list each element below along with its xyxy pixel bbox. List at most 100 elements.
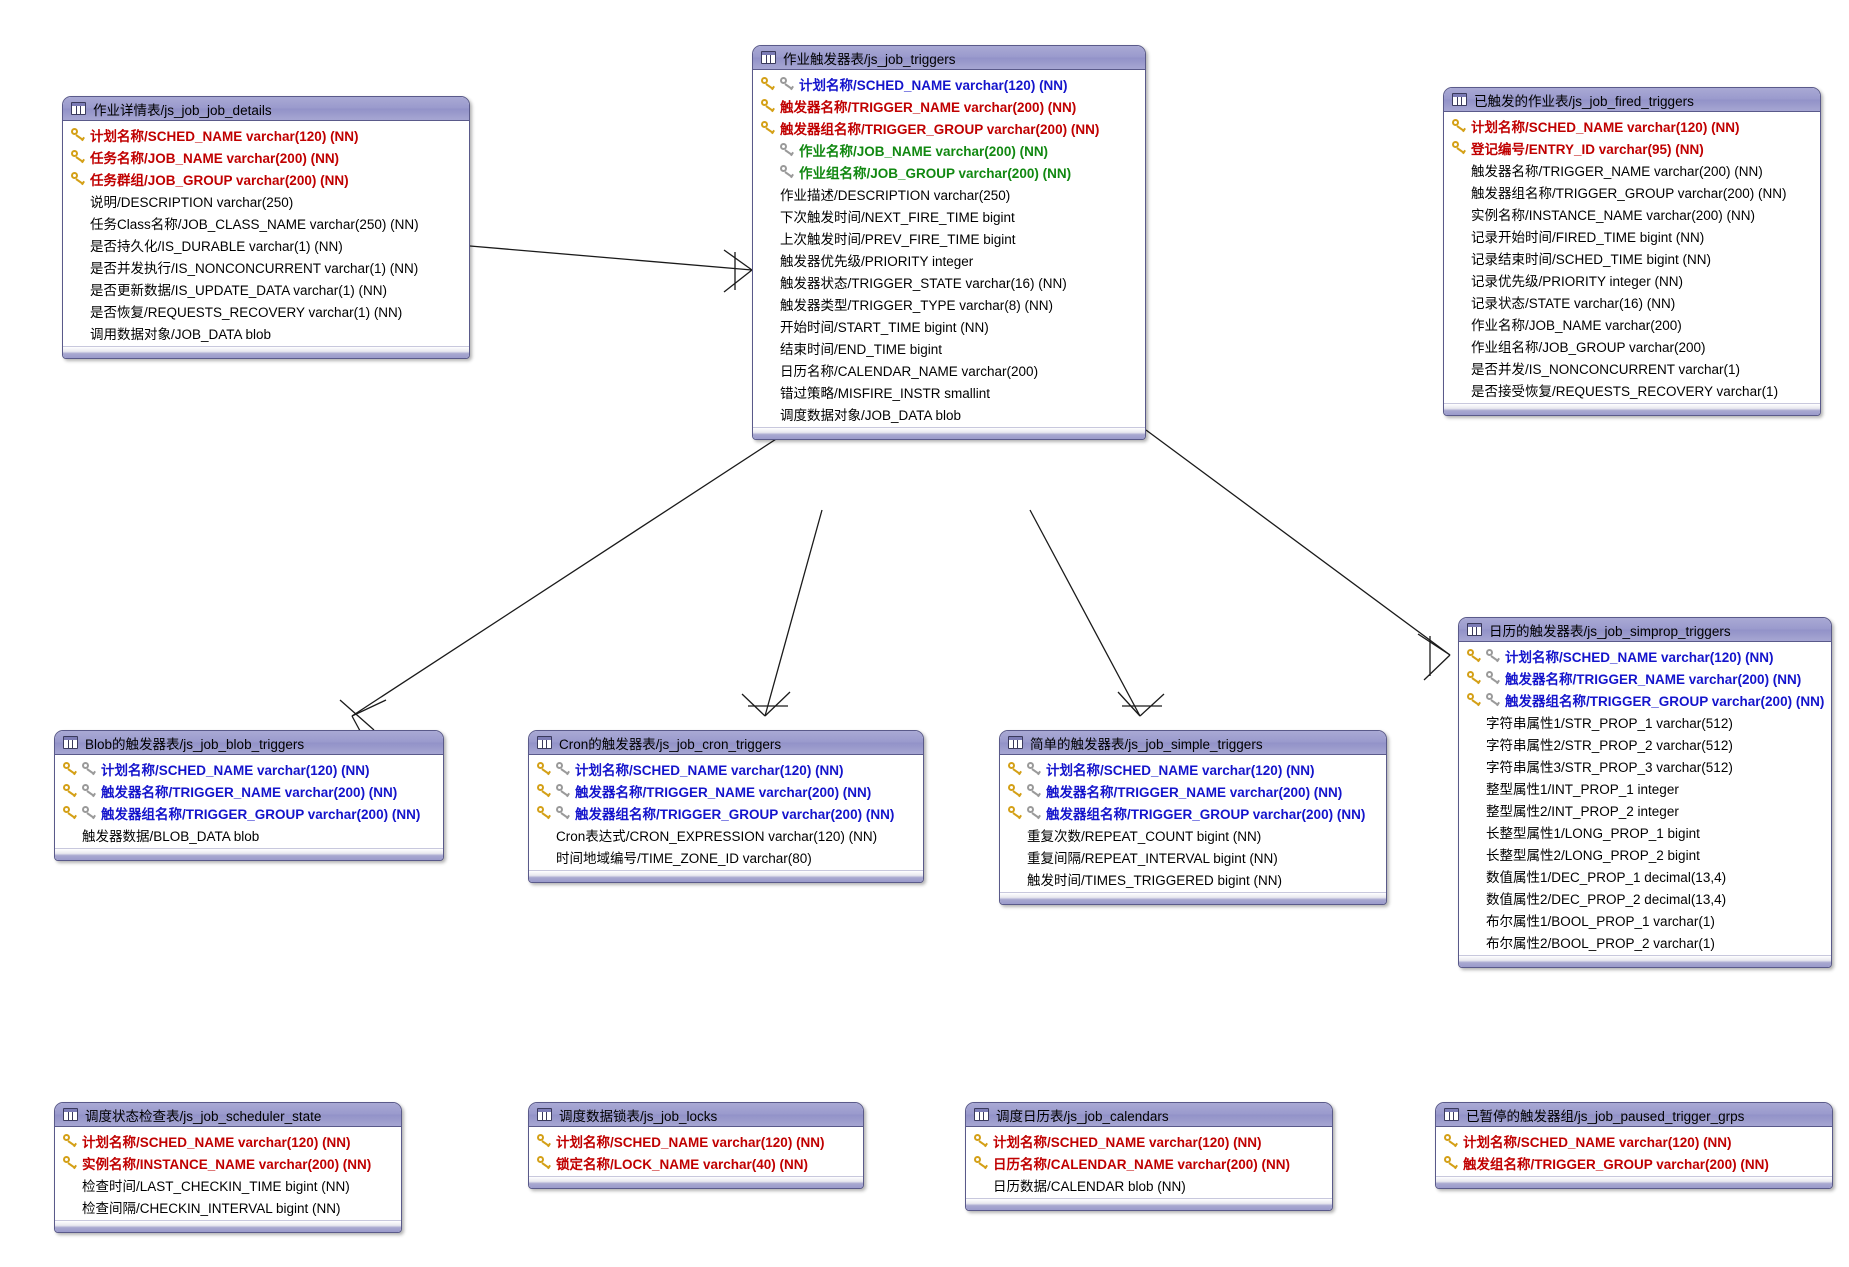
entity-cron_triggers[interactable]: Cron的触发器表/js_job_cron_triggers 计划名称/SCHED… bbox=[528, 730, 924, 883]
attribute-row[interactable]: 是否恢复/REQUESTS_RECOVERY varchar(1) (NN) bbox=[63, 300, 469, 322]
entity-title-bar[interactable]: 简单的触发器表/js_job_simple_triggers bbox=[1000, 731, 1386, 755]
attribute-row[interactable]: 整型属性2/INT_PROP_2 integer bbox=[1459, 799, 1831, 821]
attribute-row[interactable]: 布尔属性2/BOOL_PROP_2 varchar(1) bbox=[1459, 931, 1831, 953]
attribute-row[interactable]: 记录状态/STATE varchar(16) (NN) bbox=[1444, 291, 1820, 313]
attribute-row[interactable]: 整型属性1/INT_PROP_1 integer bbox=[1459, 777, 1831, 799]
attribute-row[interactable]: 计划名称/SCHED_NAME varchar(120) (NN) bbox=[1444, 115, 1820, 137]
attribute-row[interactable]: 日历数据/CALENDAR blob (NN) bbox=[966, 1174, 1332, 1196]
attribute-row[interactable]: 触发器名称/TRIGGER_NAME varchar(200) (NN) bbox=[1444, 159, 1820, 181]
attribute-row[interactable]: 重复次数/REPEAT_COUNT bigint (NN) bbox=[1000, 824, 1386, 846]
attribute-row[interactable]: 上次触发时间/PREV_FIRE_TIME bigint bbox=[753, 227, 1145, 249]
attribute-row[interactable]: 是否接受恢复/REQUESTS_RECOVERY varchar(1) bbox=[1444, 379, 1820, 401]
attribute-row[interactable]: 字符串属性1/STR_PROP_1 varchar(512) bbox=[1459, 711, 1831, 733]
attribute-row[interactable]: 说明/DESCRIPTION varchar(250) bbox=[63, 190, 469, 212]
attribute-row[interactable]: 记录结束时间/SCHED_TIME bigint (NN) bbox=[1444, 247, 1820, 269]
entity-fired_triggers[interactable]: 已触发的作业表/js_job_fired_triggers 计划名称/SCHED_… bbox=[1443, 87, 1821, 416]
attribute-row[interactable]: 长整型属性2/LONG_PROP_2 bigint bbox=[1459, 843, 1831, 865]
entity-title-bar[interactable]: Blob的触发器表/js_job_blob_triggers bbox=[55, 731, 443, 755]
attribute-row[interactable]: 锁定名称/LOCK_NAME varchar(40) (NN) bbox=[529, 1152, 863, 1174]
entity-title-bar[interactable]: 作业详情表/js_job_job_details bbox=[63, 97, 469, 121]
attribute-row[interactable]: 重复间隔/REPEAT_INTERVAL bigint (NN) bbox=[1000, 846, 1386, 868]
attribute-row[interactable]: 触发器组名称/TRIGGER_GROUP varchar(200) (NN) bbox=[1444, 181, 1820, 203]
attribute-row[interactable]: 触发器组名称/TRIGGER_GROUP varchar(200) (NN) bbox=[1000, 802, 1386, 824]
attribute-row[interactable]: 登记编号/ENTRY_ID varchar(95) (NN) bbox=[1444, 137, 1820, 159]
entity-paused_trigger_grps[interactable]: 已暂停的触发器组/js_job_paused_trigger_grps 计划名称/… bbox=[1435, 1102, 1833, 1189]
entity-simple_triggers[interactable]: 简单的触发器表/js_job_simple_triggers 计划名称/SCHED… bbox=[999, 730, 1387, 905]
entity-title-bar[interactable]: Cron的触发器表/js_job_cron_triggers bbox=[529, 731, 923, 755]
attribute-row[interactable]: 计划名称/SCHED_NAME varchar(120) (NN) bbox=[55, 758, 443, 780]
attribute-row[interactable]: 调用数据对象/JOB_DATA blob bbox=[63, 322, 469, 344]
attribute-row[interactable]: 触发器名称/TRIGGER_NAME varchar(200) (NN) bbox=[1459, 667, 1831, 689]
attribute-row[interactable]: 触发器数据/BLOB_DATA blob bbox=[55, 824, 443, 846]
attribute-row[interactable]: 记录优先级/PRIORITY integer (NN) bbox=[1444, 269, 1820, 291]
attribute-row[interactable]: 触发器名称/TRIGGER_NAME varchar(200) (NN) bbox=[753, 95, 1145, 117]
attribute-row[interactable]: 任务群组/JOB_GROUP varchar(200) (NN) bbox=[63, 168, 469, 190]
attribute-row[interactable]: 触发器名称/TRIGGER_NAME varchar(200) (NN) bbox=[529, 780, 923, 802]
attribute-row[interactable]: 记录开始时间/FIRED_TIME bigint (NN) bbox=[1444, 225, 1820, 247]
attribute-row[interactable]: 下次触发时间/NEXT_FIRE_TIME bigint bbox=[753, 205, 1145, 227]
attribute-row[interactable]: 触发器类型/TRIGGER_TYPE varchar(8) (NN) bbox=[753, 293, 1145, 315]
attribute-row[interactable]: 触发时间/TIMES_TRIGGERED bigint (NN) bbox=[1000, 868, 1386, 890]
entity-title-bar[interactable]: 调度状态检查表/js_job_scheduler_state bbox=[55, 1103, 401, 1127]
attribute-row[interactable]: 检查时间/LAST_CHECKIN_TIME bigint (NN) bbox=[55, 1174, 401, 1196]
attribute-row[interactable]: 计划名称/SCHED_NAME varchar(120) (NN) bbox=[55, 1130, 401, 1152]
entity-title-bar[interactable]: 作业触发器表/js_job_triggers bbox=[753, 46, 1145, 70]
attribute-row[interactable]: 计划名称/SCHED_NAME varchar(120) (NN) bbox=[1000, 758, 1386, 780]
attribute-row[interactable]: 触发器名称/TRIGGER_NAME varchar(200) (NN) bbox=[55, 780, 443, 802]
attribute-row[interactable]: 错过策略/MISFIRE_INSTR smallint bbox=[753, 381, 1145, 403]
attribute-row[interactable]: 任务Class名称/JOB_CLASS_NAME varchar(250) (N… bbox=[63, 212, 469, 234]
attribute-row[interactable]: 计划名称/SCHED_NAME varchar(120) (NN) bbox=[529, 1130, 863, 1152]
attribute-row[interactable]: 触发器组名称/TRIGGER_GROUP varchar(200) (NN) bbox=[529, 802, 923, 824]
attribute-row[interactable]: 触发器组名称/TRIGGER_GROUP varchar(200) (NN) bbox=[1459, 689, 1831, 711]
attribute-row[interactable]: 日历名称/CALENDAR_NAME varchar(200) bbox=[753, 359, 1145, 381]
attribute-row[interactable]: 作业名称/JOB_NAME varchar(200) bbox=[1444, 313, 1820, 335]
attribute-row[interactable]: 计划名称/SCHED_NAME varchar(120) (NN) bbox=[1436, 1130, 1832, 1152]
attribute-row[interactable]: 数值属性1/DEC_PROP_1 decimal(13,4) bbox=[1459, 865, 1831, 887]
attribute-row[interactable]: 字符串属性3/STR_PROP_3 varchar(512) bbox=[1459, 755, 1831, 777]
entity-job_details[interactable]: 作业详情表/js_job_job_details 计划名称/SCHED_NAME … bbox=[62, 96, 470, 359]
attribute-row[interactable]: 数值属性2/DEC_PROP_2 decimal(13,4) bbox=[1459, 887, 1831, 909]
attribute-row[interactable]: 任务名称/JOB_NAME varchar(200) (NN) bbox=[63, 146, 469, 168]
attribute-row[interactable]: 计划名称/SCHED_NAME varchar(120) (NN) bbox=[529, 758, 923, 780]
attribute-row[interactable]: 计划名称/SCHED_NAME varchar(120) (NN) bbox=[966, 1130, 1332, 1152]
attribute-row[interactable]: 触发器优先级/PRIORITY integer bbox=[753, 249, 1145, 271]
attribute-row[interactable]: 结束时间/END_TIME bigint bbox=[753, 337, 1145, 359]
attribute-row[interactable]: 调度数据对象/JOB_DATA blob bbox=[753, 403, 1145, 425]
entity-blob_triggers[interactable]: Blob的触发器表/js_job_blob_triggers 计划名称/SCHED… bbox=[54, 730, 444, 861]
entity-scheduler_state[interactable]: 调度状态检查表/js_job_scheduler_state 计划名称/SCHED… bbox=[54, 1102, 402, 1233]
attribute-row[interactable]: 是否持久化/IS_DURABLE varchar(1) (NN) bbox=[63, 234, 469, 256]
attribute-row[interactable]: 作业组名称/JOB_GROUP varchar(200) bbox=[1444, 335, 1820, 357]
entity-calendars[interactable]: 调度日历表/js_job_calendars 计划名称/SCHED_NAME va… bbox=[965, 1102, 1333, 1211]
attribute-row[interactable]: 触发器组名称/TRIGGER_GROUP varchar(200) (NN) bbox=[753, 117, 1145, 139]
attribute-row[interactable]: 触发组名称/TRIGGER_GROUP varchar(200) (NN) bbox=[1436, 1152, 1832, 1174]
attribute-row[interactable]: 是否更新数据/IS_UPDATE_DATA varchar(1) (NN) bbox=[63, 278, 469, 300]
entity-title-bar[interactable]: 调度日历表/js_job_calendars bbox=[966, 1103, 1332, 1127]
attribute-row[interactable]: 触发器状态/TRIGGER_STATE varchar(16) (NN) bbox=[753, 271, 1145, 293]
attribute-row[interactable]: 触发器组名称/TRIGGER_GROUP varchar(200) (NN) bbox=[55, 802, 443, 824]
entity-simprop_triggers[interactable]: 日历的触发器表/js_job_simprop_triggers 计划名称/SCHE… bbox=[1458, 617, 1832, 968]
attribute-row[interactable]: 作业描述/DESCRIPTION varchar(250) bbox=[753, 183, 1145, 205]
attribute-row[interactable]: 是否并发执行/IS_NONCONCURRENT varchar(1) (NN) bbox=[63, 256, 469, 278]
attribute-row[interactable]: 计划名称/SCHED_NAME varchar(120) (NN) bbox=[753, 73, 1145, 95]
attribute-row[interactable]: 计划名称/SCHED_NAME varchar(120) (NN) bbox=[1459, 645, 1831, 667]
entity-locks[interactable]: 调度数据锁表/js_job_locks 计划名称/SCHED_NAME varch… bbox=[528, 1102, 864, 1189]
attribute-row[interactable]: Cron表达式/CRON_EXPRESSION varchar(120) (NN… bbox=[529, 824, 923, 846]
attribute-row[interactable]: 计划名称/SCHED_NAME varchar(120) (NN) bbox=[63, 124, 469, 146]
attribute-row[interactable]: 是否并发/IS_NONCONCURRENT varchar(1) bbox=[1444, 357, 1820, 379]
entity-title-bar[interactable]: 日历的触发器表/js_job_simprop_triggers bbox=[1459, 618, 1831, 642]
entity-title-bar[interactable]: 已暂停的触发器组/js_job_paused_trigger_grps bbox=[1436, 1103, 1832, 1127]
attribute-row[interactable]: 时间地域编号/TIME_ZONE_ID varchar(80) bbox=[529, 846, 923, 868]
attribute-row[interactable]: 开始时间/START_TIME bigint (NN) bbox=[753, 315, 1145, 337]
entity-job_triggers[interactable]: 作业触发器表/js_job_triggers 计划名称/SCHED_NAME va… bbox=[752, 45, 1146, 440]
attribute-row[interactable]: 日历名称/CALENDAR_NAME varchar(200) (NN) bbox=[966, 1152, 1332, 1174]
attribute-row[interactable]: 作业名称/JOB_NAME varchar(200) (NN) bbox=[753, 139, 1145, 161]
attribute-row[interactable]: 长整型属性1/LONG_PROP_1 bigint bbox=[1459, 821, 1831, 843]
attribute-row[interactable]: 作业组名称/JOB_GROUP varchar(200) (NN) bbox=[753, 161, 1145, 183]
attribute-row[interactable]: 检查间隔/CHECKIN_INTERVAL bigint (NN) bbox=[55, 1196, 401, 1218]
attribute-row[interactable]: 实例名称/INSTANCE_NAME varchar(200) (NN) bbox=[55, 1152, 401, 1174]
entity-title-bar[interactable]: 已触发的作业表/js_job_fired_triggers bbox=[1444, 88, 1820, 112]
attribute-row[interactable]: 实例名称/INSTANCE_NAME varchar(200) (NN) bbox=[1444, 203, 1820, 225]
entity-title-bar[interactable]: 调度数据锁表/js_job_locks bbox=[529, 1103, 863, 1127]
attribute-row[interactable]: 字符串属性2/STR_PROP_2 varchar(512) bbox=[1459, 733, 1831, 755]
attribute-row[interactable]: 布尔属性1/BOOL_PROP_1 varchar(1) bbox=[1459, 909, 1831, 931]
